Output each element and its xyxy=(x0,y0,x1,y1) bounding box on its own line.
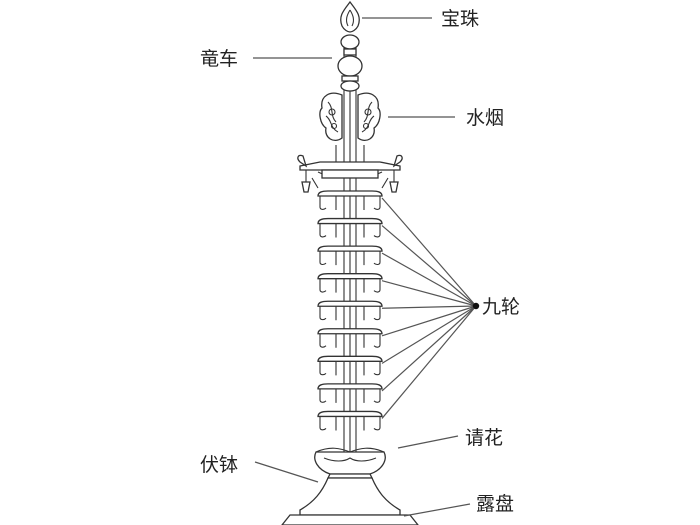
jiulun-dot xyxy=(472,302,480,310)
jiulun-leader-5 xyxy=(381,305,477,309)
dew-basin xyxy=(281,514,419,525)
jiulun-leader-6 xyxy=(381,305,477,337)
ring-8 xyxy=(317,383,383,403)
jiulun-leader-7 xyxy=(381,305,477,364)
central-shaft xyxy=(343,40,357,525)
ring-5 xyxy=(317,300,383,321)
label-lupan: 露盘 xyxy=(476,493,514,515)
canopy-with-bells xyxy=(297,145,403,193)
jewel-finial xyxy=(340,0,360,33)
jiulun-leader-9 xyxy=(381,305,477,419)
ring-6 xyxy=(317,328,383,348)
jiulun-leader-1 xyxy=(381,197,477,307)
label-baozhu: 宝珠 xyxy=(441,8,479,30)
ring-3 xyxy=(317,245,383,266)
water-flame-ornament xyxy=(319,92,381,142)
lotus-receiver xyxy=(314,447,386,475)
ring-4 xyxy=(317,273,383,293)
nine-rings xyxy=(317,190,383,431)
label-fubo: 伏钵 xyxy=(200,454,238,476)
ring-7 xyxy=(317,355,383,376)
jiulun-leader-4 xyxy=(381,280,477,307)
label-qinghua: 请花 xyxy=(465,427,503,449)
dragon-car xyxy=(337,34,363,92)
ring-1 xyxy=(317,190,383,210)
ring-9 xyxy=(317,410,383,431)
label-jiulun: 九轮 xyxy=(482,296,520,318)
label-longche: 竜车 xyxy=(200,48,238,70)
inverted-bowl xyxy=(299,473,401,516)
label-shuiyan: 水烟 xyxy=(466,107,504,129)
leader-lines xyxy=(253,17,480,517)
jiulun-leader-8 xyxy=(381,305,477,392)
jiulun-leader-3 xyxy=(381,252,477,307)
labels: 宝珠 竜车 水烟 九轮 请花 伏钵 露盘 xyxy=(200,8,520,515)
jiulun-leader-2 xyxy=(381,225,477,307)
ring-2 xyxy=(317,217,383,238)
